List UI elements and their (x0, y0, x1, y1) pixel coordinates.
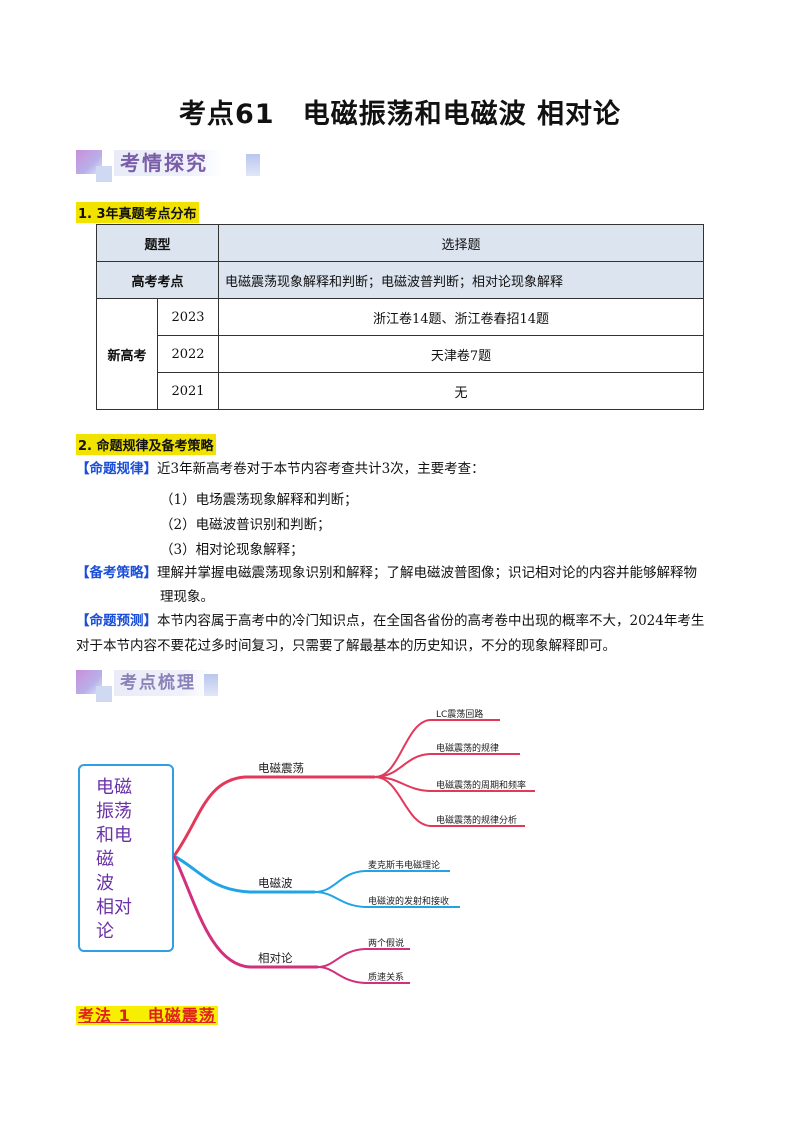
mindmap-center-label: 电磁 振荡 和电 磁 波 相对 论 (96, 776, 156, 944)
table-row: 题型 选择题 (96, 224, 704, 262)
rule-text: 近3年新高考卷对于本节内容考查共计3次，主要考查： (157, 461, 485, 477)
mindmap-center-line: 论 (96, 921, 114, 942)
banner-label: 考点梳理 (114, 670, 210, 696)
rule-item: （3）相对论现象解释； (160, 542, 304, 558)
table-cell: 天津卷7题 (218, 335, 704, 373)
table-header-cell: 题型 (96, 224, 219, 262)
banner-decoration (204, 674, 218, 696)
forecast-paragraph: 【命题预测】本节内容属于高考中的冷门知识点，在全国各省份的高考卷中出现的概率不大… (76, 608, 756, 634)
mindmap-leaf-line (314, 870, 450, 893)
strategy-text-cont: 理现象。 (160, 589, 214, 605)
page-title: 考点61 电磁振荡和电磁波 相对论 (179, 99, 621, 130)
mindmap-center-line: 磁 (96, 849, 114, 870)
mindmap-leaf-line (374, 719, 500, 778)
forecast-text: 本节内容属于高考中的冷门知识点，在全国各省份的高考卷中出现的概率不大，2024年… (157, 613, 705, 629)
mindmap-leaf: 两个假说 (368, 939, 405, 949)
mindmap-branch-line (172, 775, 375, 857)
table-cell: 选择题 (218, 224, 704, 262)
strategy-text: 理解并掌握电磁震荡现象识别和解释；了解电磁波普图像；识记相对论的内容并能够解释物 (157, 565, 697, 581)
table-cell: 浙江卷14题、浙江卷春招14题 (218, 298, 704, 336)
section-subtitle-text: 2. 命题规律及备考策略 (76, 434, 216, 455)
mindmap-leaf-line (314, 891, 460, 908)
exam-distribution-table: 题型 选择题 高考考点 电磁震荡现象解释和判断；电磁波普判断；相对论现象解释 新… (96, 224, 704, 410)
mindmap-branch-line (173, 854, 315, 894)
mindmap-leaf: 麦克斯韦电磁理论 (368, 861, 441, 871)
mindmap-leaf-line (317, 966, 410, 984)
mindmap-leaf: 电磁震荡的规律 (436, 744, 500, 754)
rule-item: （1）电场震荡现象解释和判断； (160, 492, 358, 508)
mindmap-center-box (78, 764, 174, 952)
mindmap-branch-line (172, 855, 318, 969)
section-subtitle-text: 1. 3年真题考点分布 (76, 202, 199, 223)
mindmap-leaf-line (317, 948, 410, 968)
strategy-tag: 【备考策略】 (76, 565, 157, 581)
table-row: 高考考点 电磁震荡现象解释和判断；电磁波普判断；相对论现象解释 (96, 261, 704, 299)
section-subtitle-strategy: 2. 命题规律及备考策略 (76, 434, 216, 455)
rule-paragraph: 【命题规律】近3年新高考卷对于本节内容考查共计3次，主要考查： (76, 456, 736, 482)
mindmap-center-line: 波 (96, 873, 114, 894)
table-header-cell: 高考考点 (96, 261, 219, 299)
mindmap-branch-em-oscillation: 电磁震荡 (258, 761, 304, 775)
table-cell: 电磁震荡现象解释和判断；电磁波普判断；相对论现象解释 (218, 261, 704, 299)
mindmap-center-line: 和电 (96, 825, 132, 846)
mindmap-leaf-line (374, 776, 525, 827)
table-row: 2022 天津卷7题 (97, 335, 704, 373)
mindmap-connectors (172, 719, 535, 984)
table-year-cell: 2021 (157, 372, 219, 410)
table-group-cell: 新高考 (96, 298, 158, 410)
method-heading: 考法 1 电磁震荡 (76, 1002, 218, 1026)
table-year-cell: 2022 (157, 335, 219, 373)
banner-label: 考情探究 (114, 150, 222, 176)
mindmap-leaf: LC震荡回路 (436, 710, 484, 720)
method-heading-text: 考法 1 电磁震荡 (76, 1006, 218, 1025)
mindmap-leaf: 电磁波的发射和接收 (368, 897, 450, 907)
table-row: 2021 无 (97, 372, 704, 410)
mindmap-center-line: 振荡 (96, 801, 132, 822)
forecast-tag: 【命题预测】 (76, 613, 157, 629)
mindmap-center-line: 相对 (96, 897, 132, 918)
mindmap-leaf: 电磁震荡的规律分析 (436, 816, 518, 826)
section-subtitle-distribution: 1. 3年真题考点分布 (76, 202, 199, 223)
banner-decoration (96, 166, 112, 182)
rule-tag: 【命题规律】 (76, 461, 157, 477)
forecast-text-cont: 对于本节内容不要花过多时间复习，只需要了解最基本的历史知识，不分的现象解释即可。 (76, 638, 616, 654)
table-cell: 无 (218, 372, 704, 410)
table-row: 新高考 2023 浙江卷14题、浙江卷春招14题 (96, 298, 704, 410)
mindmap-center-line: 电磁 (96, 777, 132, 798)
rule-item: （2）电磁波普识别和判断； (160, 517, 331, 533)
strategy-paragraph: 【备考策略】理解并掌握电磁震荡现象识别和解释；了解电磁波普图像；识记相对论的内容… (76, 560, 756, 586)
mindmap-leaf: 电磁震荡的周期和频率 (436, 781, 527, 791)
table-year-cell: 2023 (157, 298, 219, 336)
banner-decoration (246, 154, 260, 176)
mindmap-leaf: 质速关系 (368, 973, 405, 983)
banner-decoration (96, 686, 112, 702)
mindmap-branch-em-wave: 电磁波 (258, 876, 293, 890)
mindmap-branch-relativity: 相对论 (258, 951, 293, 965)
mindmap-leaf-line (374, 753, 520, 778)
